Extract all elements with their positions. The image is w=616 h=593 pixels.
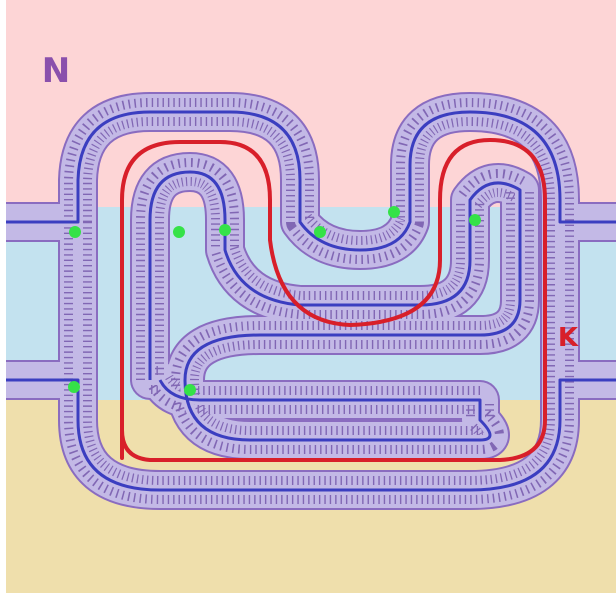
dot (388, 206, 400, 218)
label-n: N (42, 51, 70, 91)
dot (69, 226, 81, 238)
dot (469, 214, 481, 226)
dot (184, 384, 196, 396)
dot (314, 226, 326, 238)
dot (68, 381, 80, 393)
dot (219, 224, 231, 236)
dot (173, 226, 185, 238)
label-k: K (558, 323, 579, 353)
